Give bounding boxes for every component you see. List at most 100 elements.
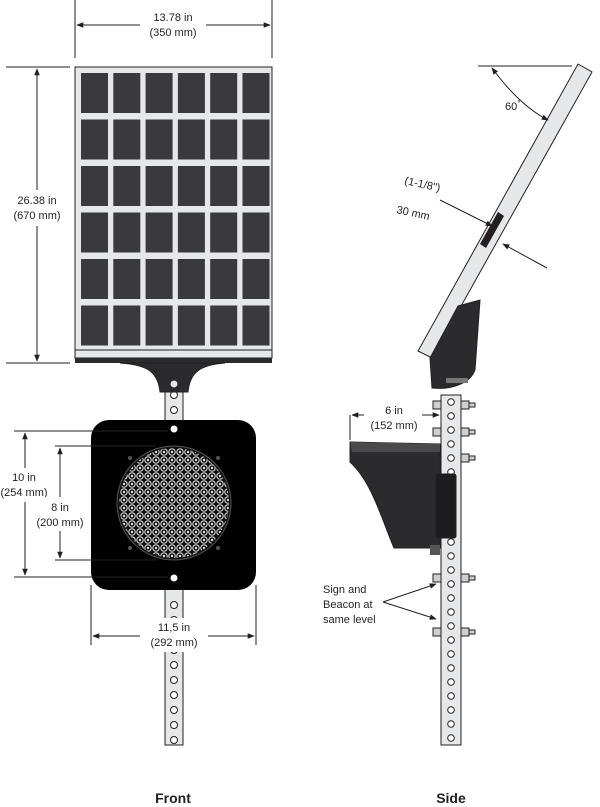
solar-cell (113, 305, 141, 346)
beacon-height-mm: (200 mm) (36, 517, 83, 529)
solar-cell (113, 212, 141, 253)
beacon-height-in: 8 in (51, 502, 69, 514)
solar-cell (177, 212, 205, 253)
bolt (460, 627, 470, 637)
pole-hole (447, 398, 455, 406)
pole-hole (447, 636, 455, 644)
depth-mm: (152 mm) (370, 420, 417, 432)
panel-height-mm: (670 mm) (13, 210, 60, 222)
solar-cell (177, 166, 205, 206)
pole-hole (170, 661, 178, 669)
pole-hole (447, 426, 455, 434)
pole-hole (170, 391, 178, 399)
solar-cell (113, 166, 141, 206)
pole-hole (447, 678, 455, 686)
pole-hole (447, 454, 455, 462)
pole-hole (447, 566, 455, 574)
pole-hole (170, 691, 178, 699)
bolt (460, 400, 470, 410)
solar-cell (81, 166, 108, 206)
solar-cell (242, 305, 270, 346)
pole-hole (170, 406, 178, 414)
bolt (468, 429, 476, 435)
pole-hole (447, 664, 455, 672)
solar-cell (113, 73, 141, 113)
solar-cell (210, 212, 238, 253)
solar-cell (242, 212, 270, 253)
side-pole-holes (447, 398, 455, 742)
solar-cell (210, 73, 238, 113)
bolt (468, 575, 476, 581)
bolt (468, 455, 476, 461)
side-bolts (432, 400, 476, 637)
pole-hole (447, 706, 455, 714)
solar-cell (210, 166, 238, 206)
sign-width-dimension: 11,5 in (292 mm) (90, 585, 257, 652)
panel-width-dimension: 13.78 in (350 mm) (74, 0, 273, 58)
side-view-label: Side (436, 790, 466, 806)
front-view-label: Front (155, 790, 191, 806)
note-line-2: Beacon at (323, 599, 373, 611)
panel-width-in: 13.78 in (153, 12, 192, 24)
note-line-3: same level (323, 614, 376, 626)
solar-panel-side (417, 63, 593, 389)
bolt (432, 427, 442, 437)
solar-cell (242, 73, 270, 113)
beacon-height-dimension: 8 in (200 mm) (34, 445, 156, 561)
solar-cell (81, 212, 108, 253)
pole-hole (447, 538, 455, 546)
beacon-sign-front (91, 420, 256, 590)
solar-cell (145, 259, 173, 299)
solar-cell (242, 119, 270, 160)
depth-in: 6 in (385, 405, 403, 417)
solar-cells (81, 73, 270, 346)
pole-hole (447, 552, 455, 560)
solar-panel-front (74, 66, 273, 393)
thickness-mm: 30 mm (395, 204, 430, 223)
depth-dimension: 6 in (152 mm) (349, 398, 442, 440)
pole-hole (447, 594, 455, 602)
pole-hole (447, 692, 455, 700)
solar-cell (81, 305, 108, 346)
solar-cell (81, 259, 108, 299)
pole-hole (447, 440, 455, 448)
panel-width-mm: (350 mm) (149, 27, 196, 39)
sign-height-mm: (254 mm) (0, 487, 47, 499)
solar-cell (145, 212, 173, 253)
solar-cell (210, 119, 238, 160)
bolt (460, 453, 470, 463)
front-view: 13.78 in (350 mm) 26.38 in (670 mm) 10 i… (0, 0, 273, 806)
bolt (432, 573, 442, 583)
solar-cell (210, 259, 238, 299)
solar-cell (81, 119, 108, 160)
solar-cell (242, 166, 270, 206)
thickness-in: (1-1/8") (403, 175, 441, 194)
bolt (432, 400, 442, 410)
sign-height-in: 10 in (12, 472, 36, 484)
beacon-housing-side (349, 441, 457, 555)
pole-hole (447, 650, 455, 658)
pole-hole (447, 622, 455, 630)
pole-hole (170, 736, 178, 744)
solar-cell (113, 119, 141, 160)
pole-hole (170, 721, 178, 729)
panel-height-in: 26.38 in (17, 195, 56, 207)
pole-hole (447, 412, 455, 420)
pole-hole (447, 580, 455, 588)
level-note: Sign and Beacon at same level (323, 583, 437, 626)
pole-hole (447, 608, 455, 616)
solar-cell (177, 119, 205, 160)
bolt (468, 402, 476, 408)
sign-width-in: 11,5 in (158, 622, 190, 634)
pole-hole (447, 734, 455, 742)
solar-cell (145, 73, 173, 113)
solar-cell (177, 259, 205, 299)
pole-hole (170, 676, 178, 684)
solar-cell (113, 259, 141, 299)
bolt (468, 629, 476, 635)
bolt (432, 627, 442, 637)
solar-cell (81, 73, 108, 113)
sign-width-mm: (292 mm) (150, 637, 197, 649)
solar-cell (210, 305, 238, 346)
